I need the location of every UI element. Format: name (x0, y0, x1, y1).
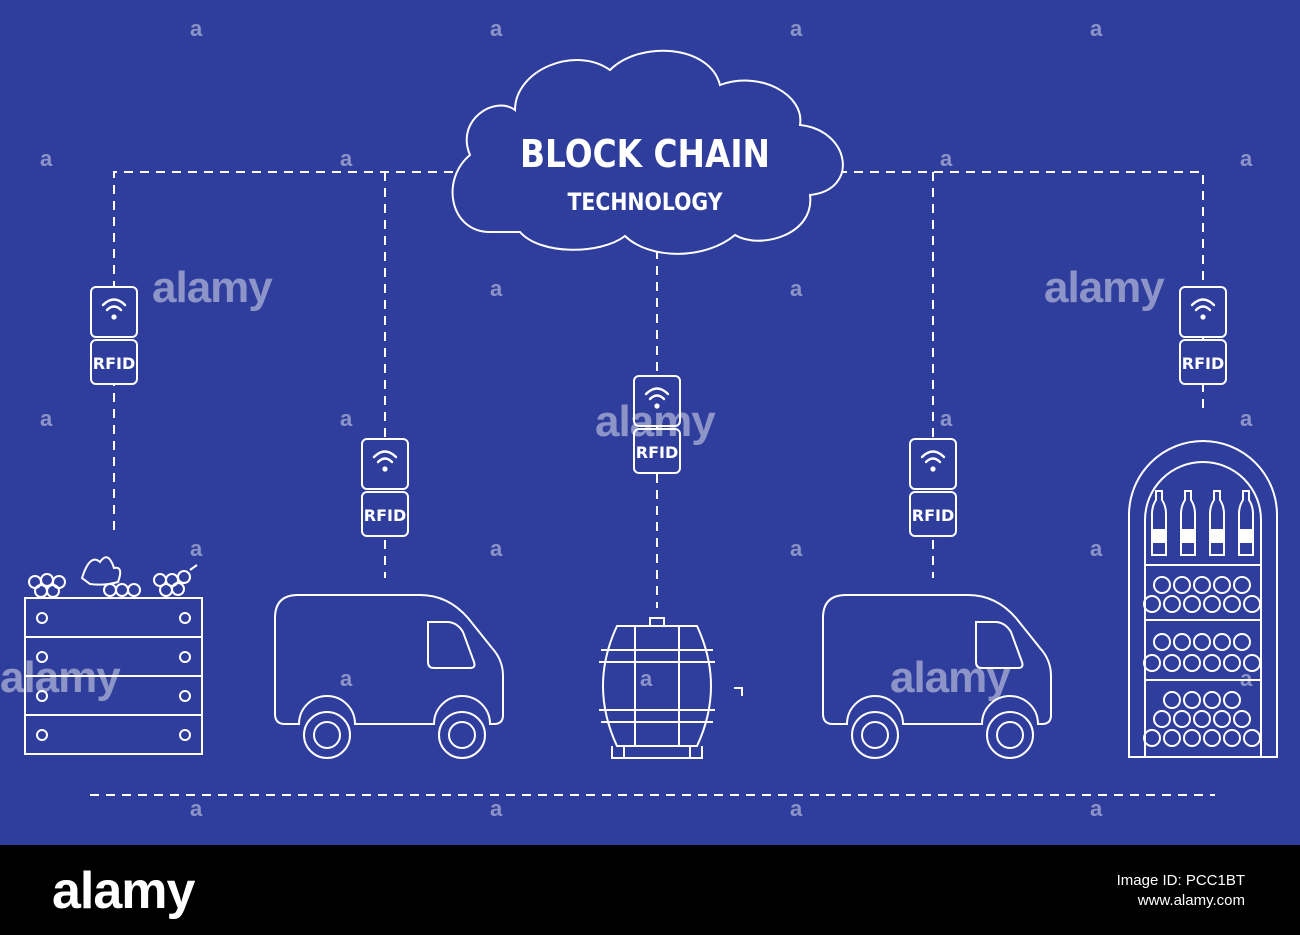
watermark-logo: alamy (0, 653, 121, 702)
watermark-mark: a (190, 16, 203, 41)
watermark-mark: a (490, 796, 503, 821)
grape-crate-icon (24, 556, 203, 755)
delivery-van-icon (822, 594, 1052, 759)
wine-rack-icon (1128, 440, 1278, 758)
watermark-mark: a (1240, 406, 1253, 431)
rfid-label: RFID (364, 506, 406, 525)
watermark-mark: a (940, 146, 953, 171)
watermark-logo: alamy (890, 653, 1011, 702)
footer-info: Image ID: PCC1BT www.alamy.com (1117, 871, 1245, 912)
watermark-mark: a (1090, 536, 1103, 561)
watermark-mark: a (790, 536, 803, 561)
image-id: Image ID: PCC1BT (1116, 872, 1245, 889)
supply-chain-diagram: BLOCK CHAIN TECHNOLOGY RFID RFID (24, 49, 1278, 796)
watermark-mark: a (790, 276, 803, 301)
watermark-mark: a (1240, 666, 1253, 691)
cloud-subtitle: TECHNOLOGY (568, 188, 724, 216)
top-connector-left (113, 171, 455, 530)
watermark-mark: a (40, 406, 53, 431)
watermark-mark: a (340, 146, 353, 171)
stacked-bottles-icon (1143, 576, 1261, 747)
wifi-icon (644, 387, 670, 401)
grapes-icon (28, 556, 198, 598)
footer-bar: alamy Image ID: PCC1BT www.alamy.com (0, 845, 1300, 935)
wifi-icon (1190, 298, 1216, 312)
watermark-mark: a (940, 406, 953, 431)
footer-logo: alamy (52, 862, 195, 920)
wifi-icon (920, 450, 946, 464)
watermark-mark: a (490, 276, 503, 301)
site-url: www.alamy.com (1137, 892, 1245, 910)
watermark-mark: a (340, 406, 353, 431)
wine-barrel-icon (599, 617, 743, 759)
rfid-tag-van-2: RFID (909, 438, 957, 537)
watermark-mark: a (1090, 16, 1103, 41)
rfid-tag-crate: RFID (90, 286, 138, 385)
wifi-icon (101, 298, 127, 312)
wine-bottles-icon (1151, 490, 1254, 556)
rfid-tag-wine-rack: RFID (1179, 286, 1227, 385)
watermark-mark: a (640, 666, 653, 691)
delivery-van-icon (274, 594, 504, 759)
watermark-mark: a (490, 16, 503, 41)
rfid-label: RFID (912, 506, 954, 525)
watermark-mark: a (490, 536, 503, 561)
watermark-mark: a (790, 796, 803, 821)
cloud-shape (451, 49, 844, 255)
watermark-mark: a (1090, 796, 1103, 821)
watermark-mark: a (40, 146, 53, 171)
wifi-icon (372, 450, 398, 464)
rfid-label: RFID (1182, 354, 1224, 373)
watermark-mark: a (190, 536, 203, 561)
watermark-mark: a (790, 16, 803, 41)
watermark-logo: alamy (595, 397, 716, 446)
rfid-label: RFID (636, 443, 678, 462)
watermark-mark: a (340, 666, 353, 691)
watermark-mark: a (190, 796, 203, 821)
diagram-canvas: BLOCK CHAIN TECHNOLOGY RFID RFID (0, 0, 1300, 845)
rfid-tag-barrel: RFID (633, 375, 681, 474)
rfid-label: RFID (93, 354, 135, 373)
watermark-logo: alamy (1044, 263, 1165, 312)
watermark-mark: a (1240, 146, 1253, 171)
watermark-logo: alamy (152, 263, 273, 312)
rfid-tag-van-1: RFID (361, 438, 409, 537)
cloud-title: BLOCK CHAIN (520, 132, 770, 176)
